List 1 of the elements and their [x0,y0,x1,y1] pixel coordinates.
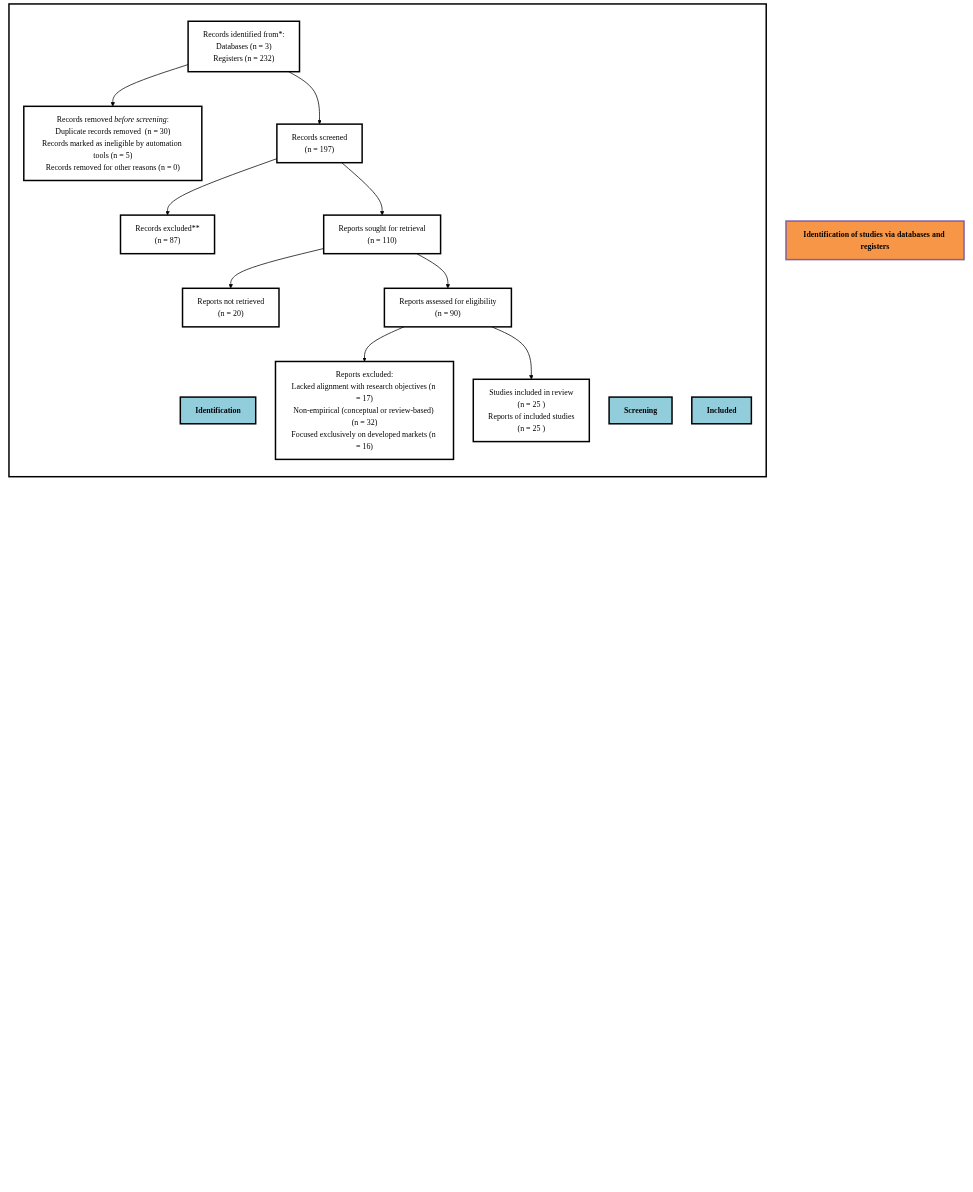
cluster [8,3,767,478]
